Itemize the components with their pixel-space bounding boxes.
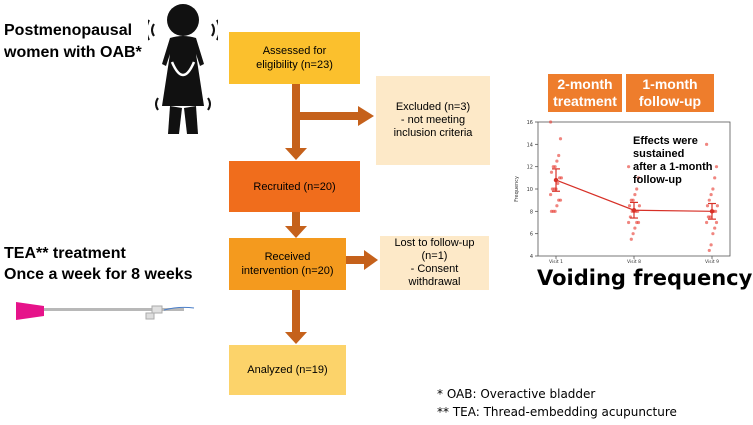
data-point: [706, 215, 710, 219]
data-point: [549, 209, 554, 213]
data-point: [711, 187, 715, 191]
y-tick-label: 8: [530, 209, 533, 215]
data-point: [705, 220, 709, 225]
data-point: [714, 220, 719, 225]
data-point: [707, 248, 711, 253]
population-label: Postmenopausal women with OAB*: [4, 22, 142, 61]
data-point: [549, 170, 554, 174]
data-point: [631, 232, 635, 236]
data-point: [633, 226, 637, 230]
y-axis-label: Frequency: [514, 176, 520, 202]
data-point: [707, 198, 711, 202]
data-point: [627, 165, 631, 169]
plot-annotation: Effects were sustained after a 1-month f…: [633, 135, 713, 186]
x-tick-label: Visit 1: [549, 259, 563, 264]
y-tick-label: 6: [530, 232, 533, 238]
footnote-tea: ** TEA: Thread-embedding acupuncture: [437, 405, 677, 419]
received-box: Received intervention (n=20): [229, 238, 346, 290]
data-point: [549, 192, 553, 197]
y-tick-label: 16: [527, 120, 533, 126]
data-point: [555, 204, 559, 208]
treatment-title: TEA** treatment: [4, 245, 126, 262]
data-point: [558, 137, 563, 141]
treatment-detail: Once a week for 8 weeks: [4, 266, 193, 283]
data-point: [633, 192, 637, 197]
y-tick-label: 4: [530, 254, 533, 260]
x-tick-label: Visit 8: [627, 259, 641, 264]
y-tick-label: 10: [527, 187, 533, 193]
needle-icon: [16, 302, 195, 320]
data-point: [713, 226, 717, 230]
data-point: [627, 220, 631, 225]
x-tick-label: Visit 9: [705, 259, 719, 264]
data-point: [549, 120, 553, 124]
data-point: [636, 176, 641, 180]
data-point: [557, 198, 561, 202]
mean-point: [631, 208, 637, 213]
data-point: [635, 220, 639, 225]
assessed-box: Assessed for eligibility (n=23): [229, 32, 360, 84]
data-point: [637, 204, 641, 208]
excluded-box: Excluded (n=3) - not meeting inclusion c…: [376, 76, 490, 165]
followup-header: 1-month follow-up: [626, 74, 714, 112]
data-point: [550, 187, 554, 191]
data-point: [709, 243, 713, 247]
data-point: [558, 176, 562, 180]
data-point: [713, 176, 717, 180]
data-point: [705, 204, 710, 208]
data-point: [711, 232, 715, 236]
analyzed-box: Analyzed (n=19): [229, 345, 346, 395]
mean-point: [709, 209, 715, 214]
data-point: [635, 187, 639, 191]
woman-figure-icon: [148, 4, 218, 134]
outcome-label: Voiding frequency↓: [537, 266, 753, 290]
y-tick-label: 12: [527, 165, 533, 171]
data-point: [557, 153, 561, 158]
y-tick-label: 14: [527, 142, 533, 148]
footnote-oab: * OAB: Overactive bladder: [437, 387, 596, 401]
mean-point: [553, 177, 559, 183]
data-point: [551, 165, 555, 169]
lost-to-followup-box: Lost to follow-up (n=1) - Consent withdr…: [380, 236, 489, 290]
data-point: [556, 181, 560, 186]
data-point: [705, 142, 709, 146]
data-point: [714, 165, 719, 169]
data-point: [627, 204, 632, 208]
recruited-box: Recruited (n=20): [229, 161, 360, 212]
data-point: [715, 204, 719, 208]
data-point: [555, 159, 559, 163]
data-point: [629, 237, 633, 241]
data-point: [629, 198, 633, 202]
data-point: [709, 192, 713, 197]
treatment-header: 2-month treatment: [548, 74, 622, 112]
